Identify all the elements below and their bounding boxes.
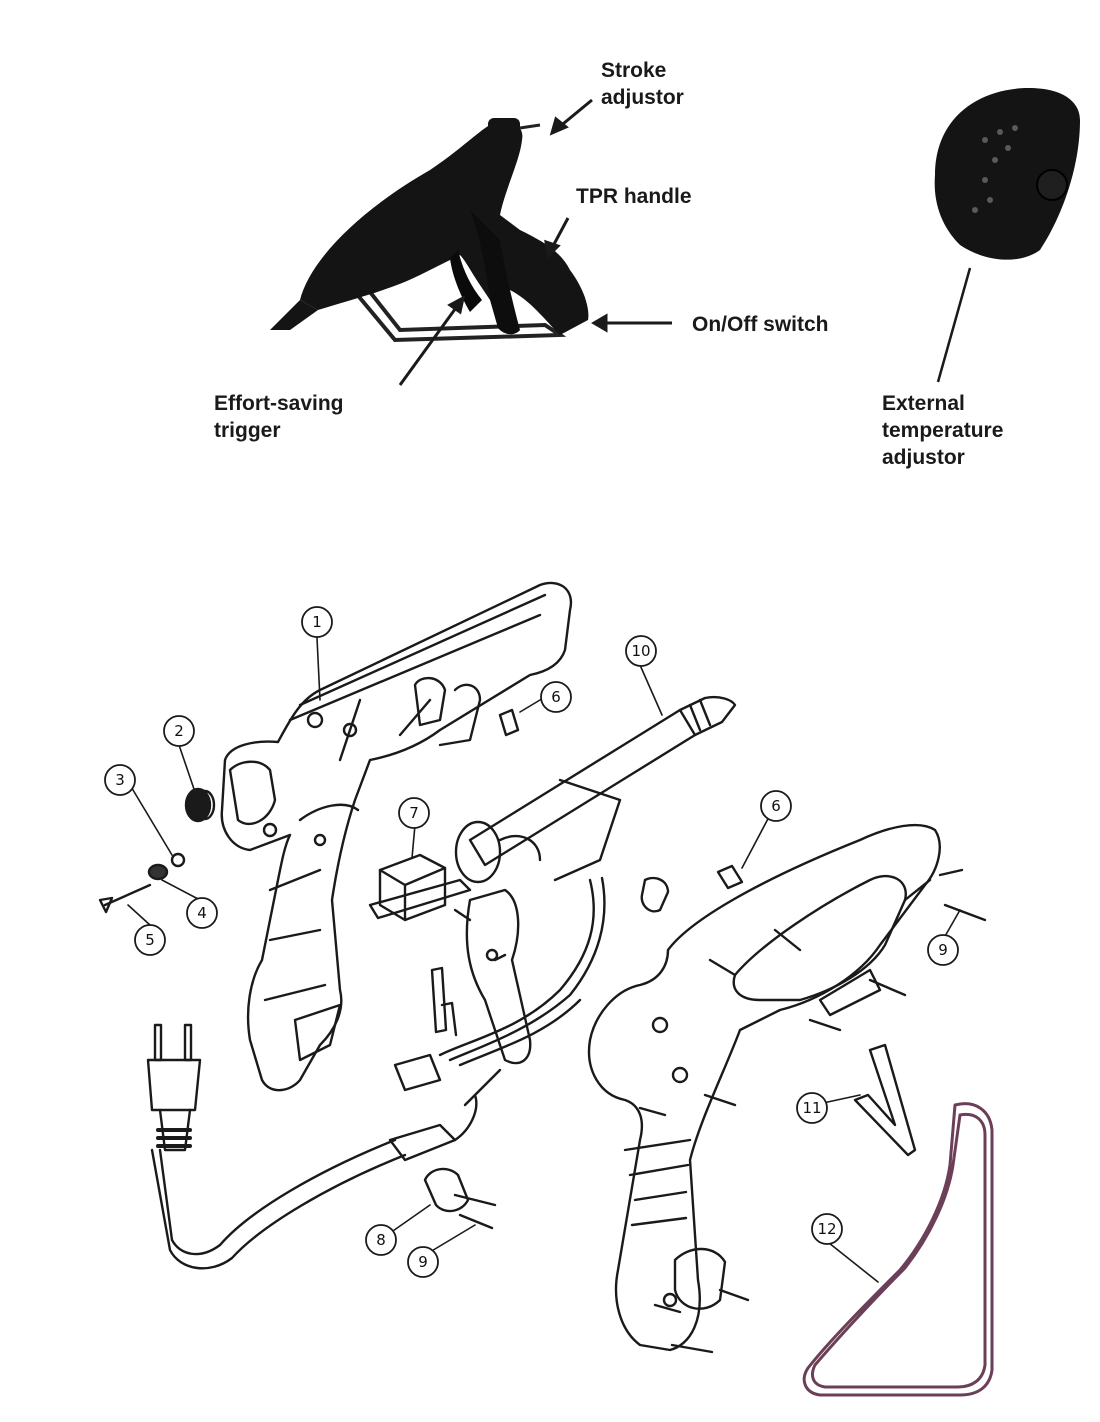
callout-7: 7 xyxy=(409,804,419,822)
right-screws xyxy=(638,868,987,1354)
temperature-dial xyxy=(934,87,1080,260)
stroke-knob xyxy=(488,118,520,142)
stroke-adjustor-label: Stroke adjustor xyxy=(601,59,684,109)
bushing xyxy=(640,876,670,913)
washer-part xyxy=(170,852,186,868)
callout-1: 1 xyxy=(312,613,322,631)
callout-numbers: 1 2 3 4 5 6 6 7 8 9 9 10 11 12 xyxy=(115,613,948,1271)
callout-5: 5 xyxy=(145,931,155,949)
nut-part xyxy=(147,863,169,881)
arrow-trigger xyxy=(398,304,460,386)
glue-gun-photo xyxy=(270,87,1080,386)
power-cord xyxy=(150,1068,502,1270)
arrow-tpr xyxy=(550,217,570,249)
callout-6a: 6 xyxy=(551,688,561,706)
callout-12: 12 xyxy=(817,1220,836,1238)
internal-wiring xyxy=(438,876,606,1067)
gun-handle xyxy=(470,210,520,335)
screw-part xyxy=(98,883,152,914)
callout-markers xyxy=(104,606,959,1278)
terminal-block xyxy=(393,1053,442,1092)
gun-trigger xyxy=(450,250,482,312)
callout-2: 2 xyxy=(174,722,184,740)
exploded-view: 1 2 3 4 5 6 6 7 8 9 9 10 11 12 xyxy=(98,581,994,1397)
switch-block xyxy=(368,853,472,922)
callout-10: 10 xyxy=(631,642,650,660)
on-off-switch-label: On/Off switch xyxy=(692,313,829,336)
pin-upper xyxy=(498,708,520,737)
temperature-leader xyxy=(936,267,972,383)
trigger-assembly xyxy=(453,888,532,1065)
effort-saving-trigger-label: Effort-saving trigger xyxy=(214,392,344,442)
gun-body xyxy=(300,122,589,335)
callout-8: 8 xyxy=(376,1231,386,1249)
tpr-handle-label: TPR handle xyxy=(576,185,692,208)
wire-stand xyxy=(802,1102,994,1397)
callout-9b: 9 xyxy=(938,941,948,959)
external-temperature-adjustor-label: External temperature adjustor xyxy=(882,392,1004,469)
stand-bracket xyxy=(853,1043,917,1157)
callout-6b: 6 xyxy=(771,797,781,815)
clamp-screws xyxy=(453,1193,497,1230)
sensor-post xyxy=(430,966,458,1037)
callout-11: 11 xyxy=(802,1099,821,1117)
callout-3: 3 xyxy=(115,771,125,789)
callout-4: 4 xyxy=(197,904,207,922)
pin-right xyxy=(716,864,744,890)
plug xyxy=(146,1023,202,1152)
heating-tube xyxy=(454,695,737,884)
cord-clamp xyxy=(423,1167,470,1213)
right-housing xyxy=(587,823,941,1352)
callout-9a: 9 xyxy=(418,1253,428,1271)
nozzle xyxy=(270,300,318,330)
temperature-knob-part xyxy=(184,787,216,823)
